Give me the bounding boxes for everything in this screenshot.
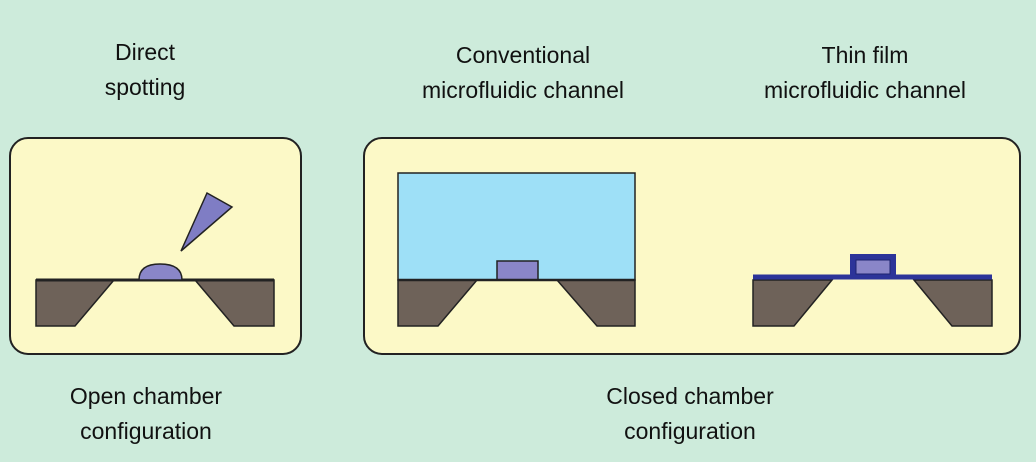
open-chamber-substrate: [35, 278, 275, 327]
conventional-channel-label: Conventional microfluidic channel: [382, 38, 664, 108]
conventional-channel-line-2: microfluidic channel: [422, 77, 624, 103]
open-chamber-line-1: Open chamber: [69, 383, 223, 409]
conventional-channel-line-1: Conventional: [455, 42, 591, 68]
closed-chamber-line-1: Closed chamber: [606, 383, 774, 409]
thin-film-spot: [855, 259, 891, 275]
thin-film-channel-line-2: microfluidic channel: [764, 77, 966, 103]
thin-film-channel-device: [752, 254, 993, 327]
thin-film-substrate-left: [752, 279, 834, 327]
thin-film-substrate-right: [912, 279, 993, 327]
open-chamber-label: Open chamber configuration: [30, 379, 262, 449]
direct-spotting-line-1: Direct: [114, 39, 176, 65]
closed-chamber-label: Closed chamber configuration: [560, 379, 820, 449]
droplet-spot: [138, 263, 183, 281]
open-chamber-line-2: configuration: [80, 418, 212, 444]
conventional-channel-device: [397, 172, 636, 327]
thin-film-channel-line-1: Thin film: [821, 42, 909, 68]
direct-spotting-line-2: spotting: [104, 74, 186, 100]
closed-chamber-line-2: configuration: [624, 418, 756, 444]
thin-film-channel-label: Thin film microfluidic channel: [725, 38, 1005, 108]
pipette-tip: [180, 191, 234, 252]
conventional-spot: [496, 260, 539, 281]
direct-spotting-label: Direct spotting: [40, 35, 250, 105]
